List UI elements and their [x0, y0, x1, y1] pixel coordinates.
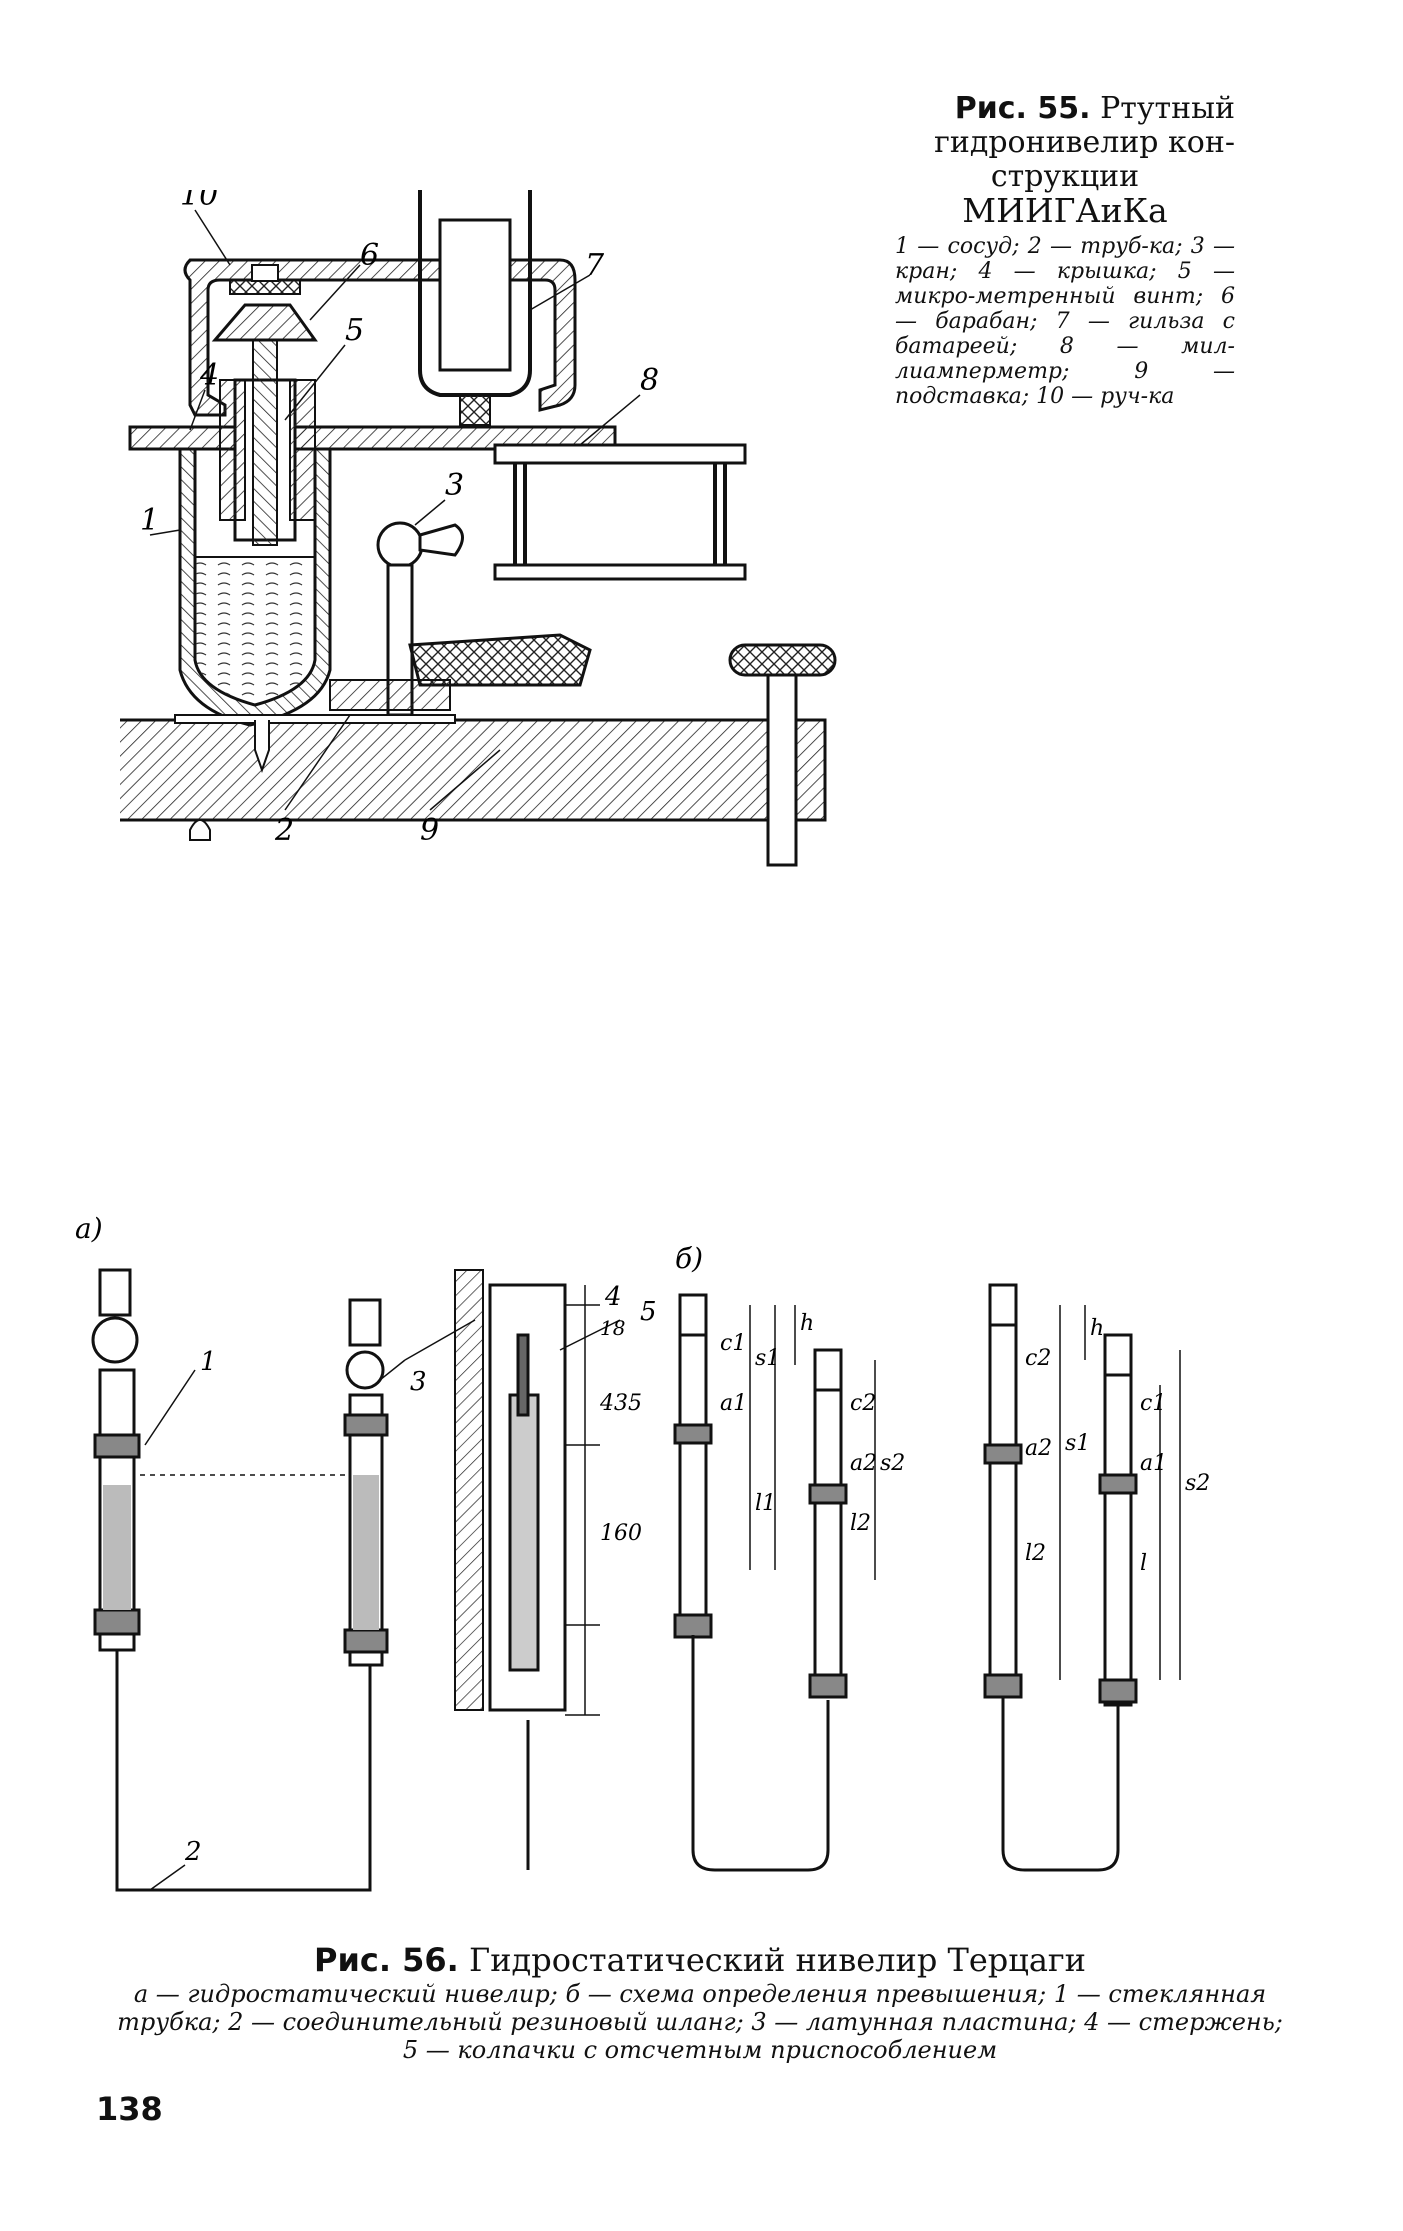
wall [454, 1269, 484, 1711]
label-2: 2 [274, 813, 294, 848]
figure-55-title-line2: гидронивелир кон- [934, 125, 1235, 160]
figure-55-title-line1: Ртутный [1100, 91, 1235, 126]
label-br-s1: s1 [1065, 1431, 1090, 1456]
panel-b-label: б) [675, 1242, 703, 1275]
drum-6 [211, 303, 318, 342]
label-br-h: h [1090, 1316, 1104, 1341]
figure-56-caption: Рис. 56. Гидростатический нивелир Терцаг… [110, 1940, 1290, 2064]
figure-56-title-text: Гидростатический нивелир Терцаги [469, 1941, 1086, 1979]
label-1: 1 [140, 503, 159, 538]
label-a-1: 1 [200, 1347, 217, 1377]
tube-2 [408, 633, 592, 687]
dim-18: 18 [600, 1316, 625, 1340]
label-a-3: 3 [410, 1367, 427, 1397]
label-br-c1: c1 [1140, 1391, 1166, 1416]
label-b-h: h [800, 1311, 814, 1336]
figure-55-title: Рис. 55. Ртутный гидронивелир кон- струк… [895, 92, 1235, 228]
scheme-b-left [673, 1293, 848, 1872]
label-b-s1: s1 [755, 1346, 780, 1371]
figure-55-title-line4: МИИГАиКа [962, 191, 1168, 230]
label-br-a2: a2 [1025, 1436, 1052, 1461]
valve-3 [376, 521, 424, 569]
label-10: 10 [180, 190, 218, 213]
figure-55-drawing: 10 6 7 5 4 8 3 1 2 9 [120, 190, 837, 867]
label-b-c2: c2 [850, 1391, 876, 1416]
base-9 [120, 718, 827, 822]
label-a-2: 2 [184, 1837, 202, 1867]
label-7: 7 [585, 248, 605, 283]
label-3: 3 [445, 468, 464, 503]
dim-160: 160 [600, 1521, 642, 1546]
figure-55-title-line3: струкции [990, 159, 1140, 194]
level-a-section [488, 1283, 567, 1870]
label-br-a1: a1 [1140, 1451, 1167, 1476]
page-number: 138 [96, 2090, 163, 2128]
label-b-l1: l1 [755, 1491, 776, 1516]
label-4: 4 [199, 358, 219, 393]
label-6: 6 [360, 238, 379, 273]
label-b-l2: l2 [850, 1511, 871, 1536]
label-b-c1: c1 [720, 1331, 746, 1356]
label-br-c2: c2 [1025, 1346, 1051, 1371]
label-a-4: 4 [604, 1282, 622, 1312]
milliammeter-8 [493, 443, 747, 465]
label-br-s2: s2 [1185, 1471, 1210, 1496]
label-a-5: 5 [640, 1297, 657, 1327]
label-b-s2: s2 [880, 1451, 905, 1476]
panel-a-label: a) [75, 1212, 103, 1245]
dim-435: 435 [599, 1391, 642, 1416]
label-b-a1: a1 [720, 1391, 747, 1416]
figure-55-legend: 1 — сосуд; 2 — труб-ка; 3 — кран; 4 — кр… [895, 234, 1235, 409]
label-br-l2: l2 [1025, 1541, 1046, 1566]
figure-56-drawing: a) б) [75, 1212, 1210, 1892]
label-b-a2: a2 [850, 1451, 877, 1476]
label-5: 5 [345, 313, 364, 348]
figure-56-number: Рис. 56. [314, 1941, 459, 1979]
figure-56-legend: а — гидростатический нивелир; б — схема … [117, 1980, 1283, 2064]
figure-55-number: Рис. 55. [954, 91, 1091, 126]
figure-56-title: Рис. 56. Гидростатический нивелир Терцаг… [110, 1940, 1290, 1980]
scheme-b-right [983, 1283, 1138, 1872]
figure-55-caption: Рис. 55. Ртутный гидронивелир кон- струк… [895, 92, 1235, 410]
label-8: 8 [640, 363, 659, 398]
level-a-left [91, 1268, 372, 1892]
handle-10 [183, 258, 577, 417]
label-9: 9 [420, 813, 439, 848]
label-br-l: l [1140, 1551, 1147, 1576]
mercury [194, 556, 316, 707]
